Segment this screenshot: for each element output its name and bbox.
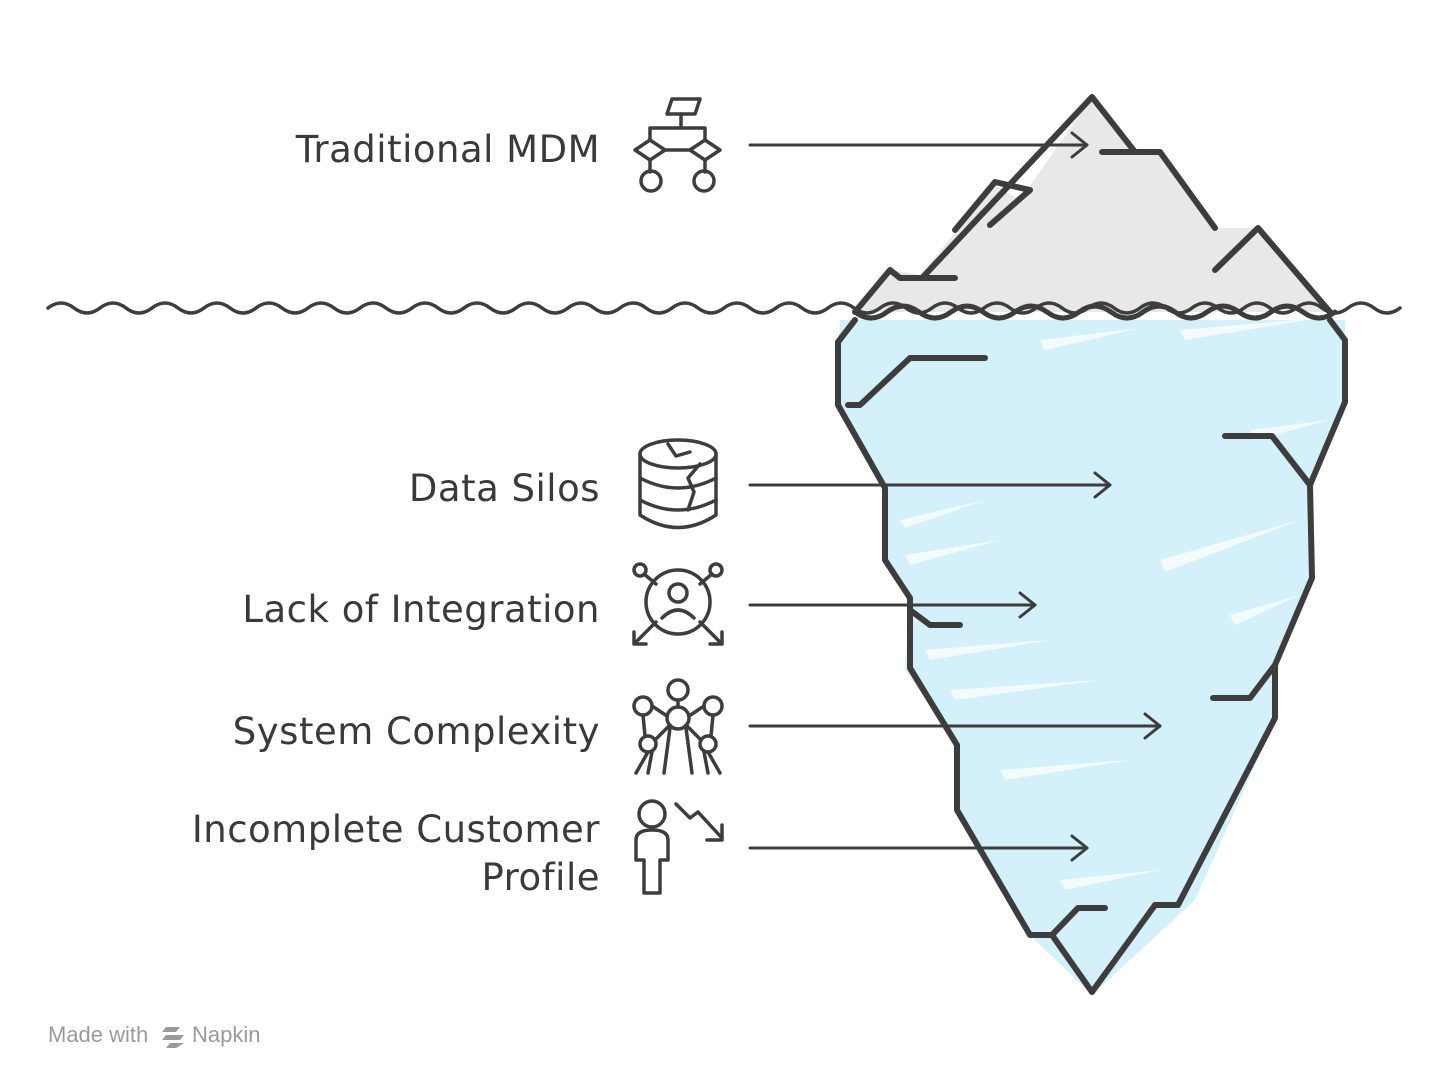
- arrows: [748, 131, 1162, 862]
- arrow-data-silos: [748, 471, 1112, 499]
- label-lack-of-integration: Lack of Integration: [242, 588, 600, 631]
- label-traditional-mdm: Traditional MDM: [295, 128, 600, 171]
- person-network-icon: [632, 562, 724, 646]
- footer-brand: Napkin: [192, 1022, 260, 1047]
- arrow-traditional-mdm: [748, 131, 1089, 159]
- label-incomplete-profile-line2: Profile: [481, 856, 600, 899]
- iceberg-water-line: [852, 303, 1338, 321]
- arrow-incomplete-profile: [748, 834, 1089, 862]
- footer-made-with: Made with: [48, 1022, 148, 1047]
- napkin-logo-icon: [162, 1027, 184, 1048]
- arrow-lack-of-integration: [748, 591, 1037, 619]
- flowchart-icon: [633, 97, 722, 193]
- label-data-silos: Data Silos: [409, 467, 600, 510]
- label-system-complexity: System Complexity: [233, 710, 600, 753]
- broken-database-icon: [638, 438, 718, 530]
- arrow-system-complexity: [748, 712, 1162, 740]
- person-decline-icon: [634, 799, 724, 895]
- iceberg-outline: [835, 94, 1348, 995]
- footer: Made with Napkin: [48, 1022, 260, 1048]
- complex-structure-icon: [632, 678, 724, 775]
- labels: Traditional MDM Data Silos Lack of Integ…: [192, 128, 600, 899]
- label-incomplete-profile-line1: Incomplete Customer: [192, 808, 600, 851]
- iceberg-tip-fill: [855, 97, 1330, 312]
